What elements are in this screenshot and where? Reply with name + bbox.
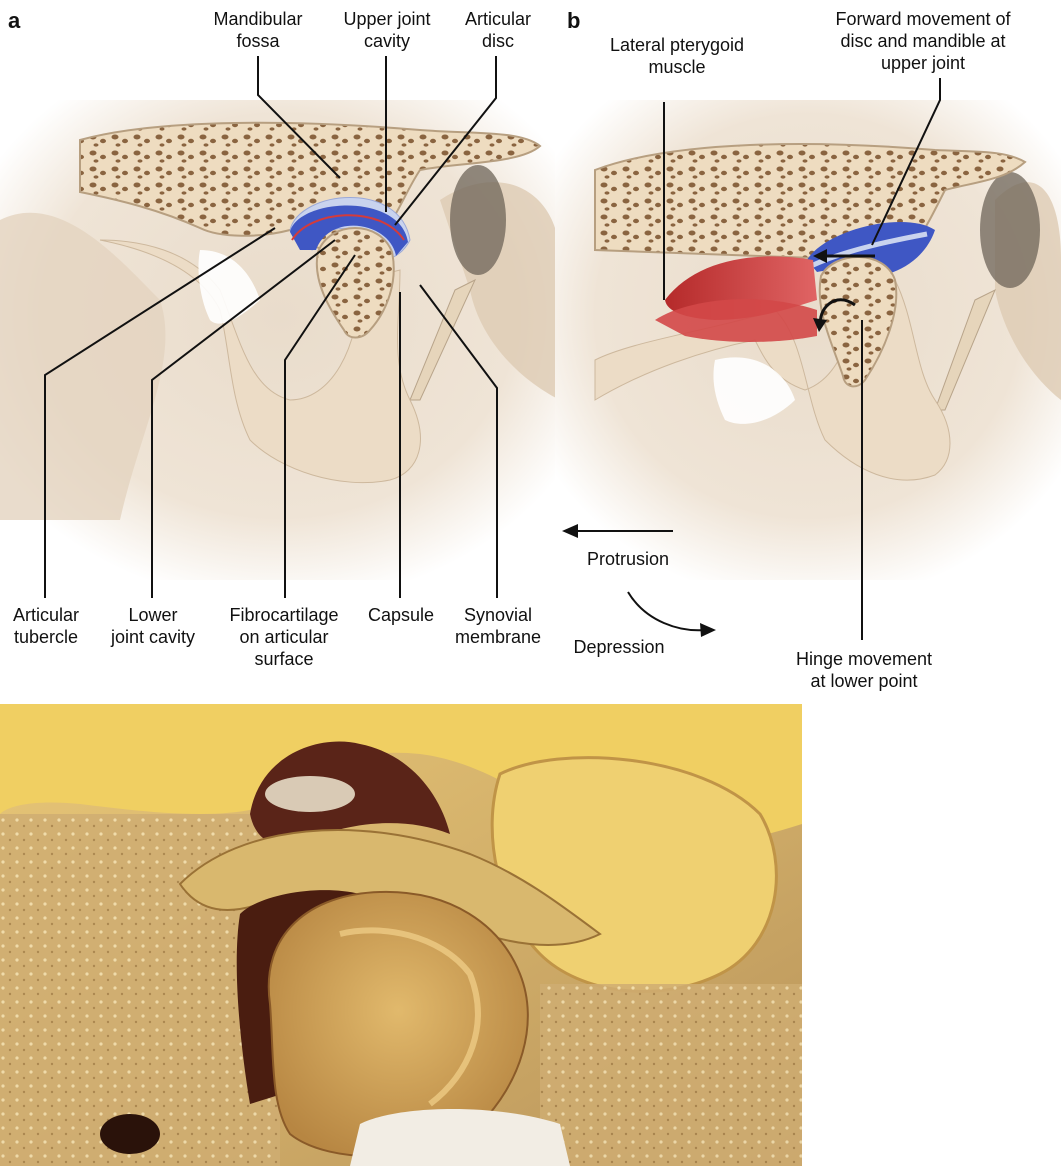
label-forward-movement: Forward movement of disc and mandible at…: [808, 8, 1038, 74]
label-mandibular-fossa: Mandibular fossa: [198, 8, 318, 52]
panel-letter-a: a: [8, 8, 20, 34]
label-depression: Depression: [558, 636, 680, 658]
depression-arrow: [628, 592, 705, 630]
label-articular-tubercle: Articular tubercle: [0, 604, 92, 648]
label-articular-disc: Articular disc: [450, 8, 546, 52]
panel-letter-b: b: [567, 8, 580, 34]
label-synovial-membrane: Synovial membrane: [440, 604, 556, 648]
label-capsule: Capsule: [358, 604, 444, 626]
leader-lines: [0, 0, 1061, 700]
label-upper-joint-cavity: Upper joint cavity: [332, 8, 442, 52]
label-hinge-movement: Hinge movement at lower point: [776, 648, 952, 692]
label-protrusion: Protrusion: [568, 548, 688, 570]
dissection-photo: [0, 704, 802, 1166]
label-lateral-pterygoid-muscle: Lateral pterygoid muscle: [592, 34, 762, 78]
label-fibrocartilage: Fibrocartilage on articular surface: [214, 604, 354, 670]
label-lower-joint-cavity: Lower joint cavity: [98, 604, 208, 648]
